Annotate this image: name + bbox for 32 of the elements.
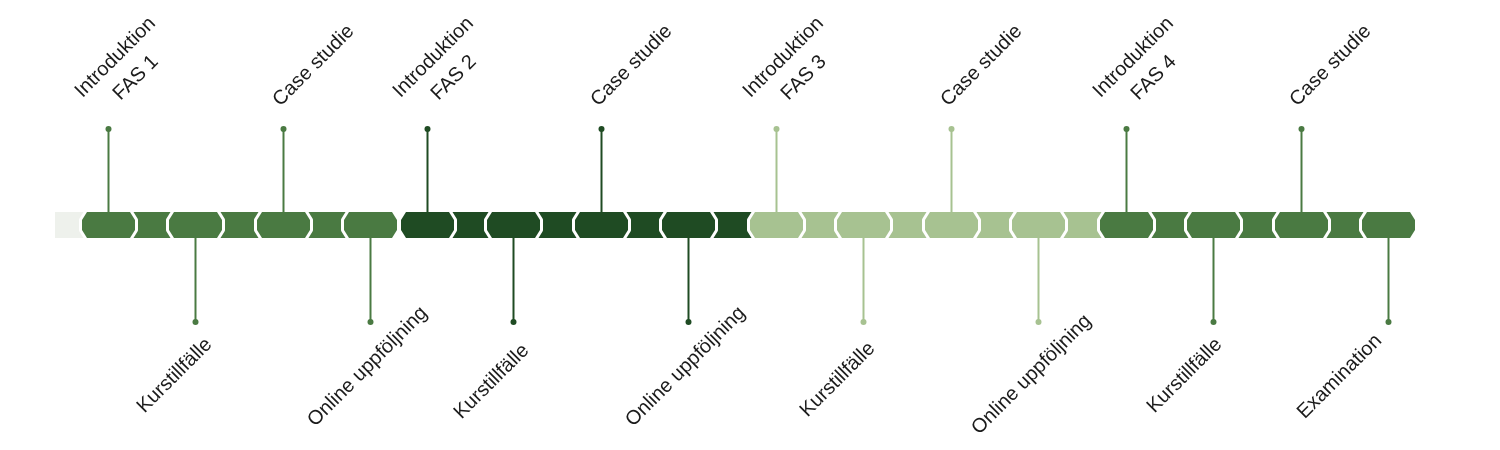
milestone-octagon <box>1012 212 1065 238</box>
leader-line <box>280 126 287 213</box>
leader-line <box>860 237 867 325</box>
leader-line <box>1210 237 1217 325</box>
leader-line <box>1035 237 1042 325</box>
leader-line <box>510 237 517 325</box>
leader-line <box>948 126 955 213</box>
leader-line <box>105 126 112 213</box>
milestone-octagon <box>575 212 628 238</box>
milestone-octagon <box>344 212 397 238</box>
leader-line <box>773 126 780 213</box>
leader-line <box>1385 237 1392 325</box>
leader-line <box>1298 126 1305 213</box>
milestone-octagon <box>1362 212 1415 238</box>
milestone-octagon <box>487 212 540 238</box>
leader-line <box>598 126 605 213</box>
milestone-octagon <box>1275 212 1328 238</box>
leader-line <box>192 237 199 325</box>
milestone-octagon <box>750 212 803 238</box>
milestone-octagon <box>82 212 135 238</box>
milestone-octagon <box>1187 212 1240 238</box>
milestone-octagon <box>257 212 310 238</box>
leader-line <box>424 126 431 213</box>
milestone-octagon <box>169 212 222 238</box>
leader-line <box>685 237 692 325</box>
milestone-octagon <box>1100 212 1153 238</box>
leader-line <box>367 237 374 325</box>
leader-line <box>1123 126 1130 213</box>
milestone-octagon <box>662 212 715 238</box>
milestone-octagon <box>837 212 890 238</box>
milestone-octagon <box>401 212 454 238</box>
milestone-octagon <box>925 212 978 238</box>
